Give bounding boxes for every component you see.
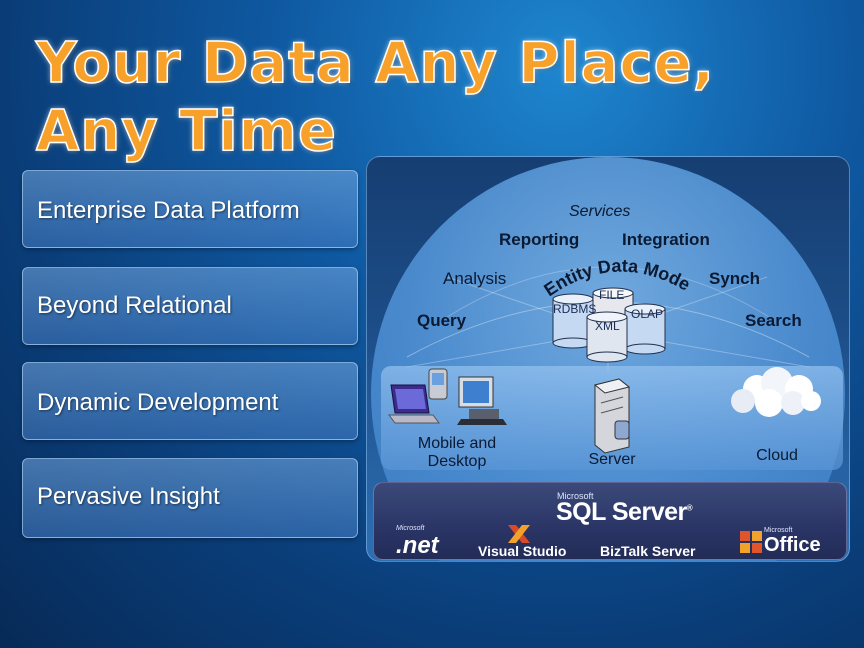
server-label: Server [588, 451, 636, 468]
server-icon [593, 378, 631, 454]
database-icon [586, 311, 628, 363]
item-beyond-relational: Beyond Relational [22, 267, 358, 345]
item-enterprise-data-platform: Enterprise Data Platform [22, 170, 358, 248]
sql-product: SQL Server [556, 498, 687, 526]
mobile-desktop-label: Mobile and Desktop [417, 435, 497, 470]
desktop-icon [457, 376, 507, 425]
sql-server-logo: SQL Server® [556, 498, 693, 526]
database-icon [624, 303, 666, 355]
rdbms-label: RDBMS [553, 302, 597, 316]
visual-studio-icon [508, 525, 530, 543]
item-pervasive-insight: Pervasive Insight [22, 458, 358, 538]
sql-vendor: Microsoft [557, 491, 594, 501]
entity-model-art: Entity Data Model [367, 157, 694, 300]
architecture-diagram: Services Reporting Integration Analysis … [366, 156, 850, 562]
item-label: Dynamic Development [37, 389, 279, 416]
biztalk-logo: BizTalk Server [600, 543, 696, 559]
database-icon [552, 293, 594, 349]
dotnet-logo: Microsoft .net [396, 525, 439, 560]
laptop-icon [388, 384, 440, 424]
page-title: Your Data Any Place, Any Time [35, 30, 715, 165]
item-label: Enterprise Data Platform [37, 197, 300, 224]
office-vendor: Microsoft [764, 527, 793, 534]
office-icon [740, 531, 762, 553]
olap-label: OLAP [631, 307, 664, 321]
integration-label: Integration [622, 230, 710, 249]
item-dynamic-development: Dynamic Development [22, 362, 358, 440]
platform-strip: Microsoft SQL Server® Microsoft .net Vis… [373, 482, 847, 560]
visual-studio-logo: Visual Studio [478, 543, 567, 559]
query-label: Query [417, 311, 467, 330]
synch-label: Synch [709, 269, 761, 288]
phone-icon [428, 368, 448, 400]
item-label: Beyond Relational [37, 292, 232, 319]
reporting-label: Reporting [499, 230, 580, 249]
dotnet-name: .net [396, 532, 439, 559]
services-label: Services [569, 203, 631, 220]
data-stores [552, 287, 666, 363]
device-icons [388, 367, 821, 454]
office-name: Office [764, 534, 821, 556]
cloud-label: Cloud [756, 447, 798, 464]
analysis-label: Analysis [443, 269, 507, 288]
file-label: FILE [599, 288, 625, 302]
dotnet-vendor: Microsoft [396, 525, 425, 532]
item-label: Pervasive Insight [37, 483, 220, 510]
search-label: Search [745, 311, 802, 330]
office-logo: Microsoft Office [764, 527, 821, 557]
cloud-icon [731, 367, 821, 417]
xml-label: XML [595, 319, 620, 333]
